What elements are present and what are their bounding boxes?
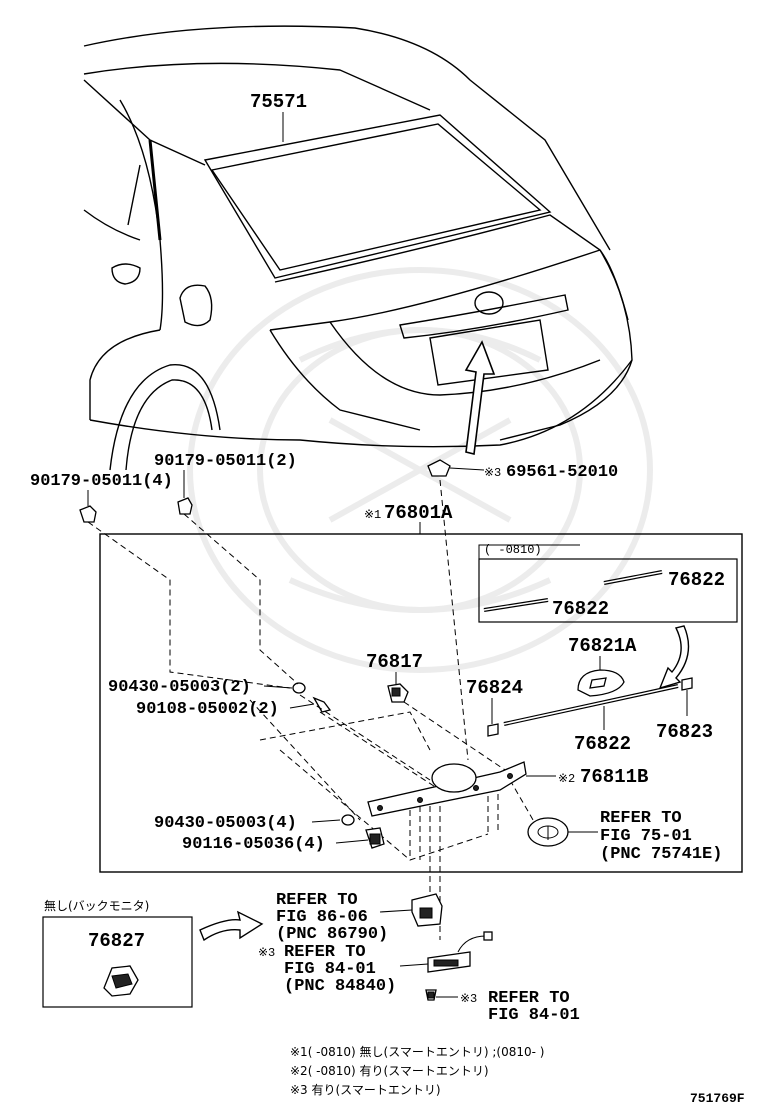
label-76822-c: 76822 [574, 733, 631, 755]
note-1: ※1( -0810) 無し(スマートエントリ) ;(0810- ) [290, 1044, 544, 1059]
nut-left-icon [79, 505, 97, 523]
label-76821A: 76821A [568, 635, 637, 657]
label-76824: 76824 [466, 677, 523, 699]
figure-id: 751769F [690, 1091, 745, 1106]
car-rear-illustration [83, 25, 633, 471]
label-90430-b: 90430-05003(4) [154, 814, 297, 833]
mark-lamp: ※3 [258, 946, 275, 960]
license-lamp-icon [427, 931, 493, 973]
label-90108: 90108-05002(2) [136, 700, 279, 719]
clip-69561-icon [427, 459, 451, 477]
ref-lamp-3: (PNC 84840) [284, 977, 396, 996]
label-90116: 90116-05036(4) [182, 835, 325, 854]
nut-90430-b-icon [341, 814, 355, 826]
ref-lamp-1: REFER TO [284, 943, 366, 962]
curved-arrow [658, 625, 690, 690]
label-90430-a: 90430-05003(2) [108, 678, 251, 697]
label-76827: 76827 [88, 930, 145, 952]
bolt-90116-icon [365, 827, 385, 849]
ref-emblem-2: FIG 75-01 [600, 827, 692, 846]
inset-label: 無し(バックモニタ) [44, 898, 149, 913]
screw-icon [425, 989, 437, 1001]
ref-lamp-2: FIG 84-01 [284, 960, 376, 979]
mark-76801: ※1 [364, 508, 381, 522]
ref-screw-2: FIG 84-01 [488, 1006, 580, 1025]
molding-strip-upper [603, 570, 663, 585]
ref-camera-3: (PNC 86790) [276, 925, 388, 944]
label-90179-right: 90179-05011(2) [154, 452, 297, 471]
molding-strip-long [503, 684, 679, 726]
clip-76824-icon [487, 723, 499, 737]
ref-emblem-1: REFER TO [600, 809, 682, 828]
cover-76827-icon [103, 965, 139, 997]
nut-right-icon [177, 497, 193, 515]
mark-76811B: ※2 [558, 772, 575, 786]
clip-76823-icon [681, 677, 693, 691]
mark-69561: ※3 [484, 466, 501, 480]
label-76811B: 76811B [580, 766, 648, 788]
seal-76821A-icon [577, 669, 625, 697]
clip-76817-icon [387, 683, 409, 703]
label-76823: 76823 [656, 721, 713, 743]
garnish-76811B-illustration [367, 761, 527, 817]
label-76822-a: 76822 [668, 569, 725, 591]
label-69561: 69561-52010 [506, 463, 618, 482]
screw-90108-icon [312, 696, 332, 713]
ref-emblem-3: (PNC 75741E) [600, 845, 722, 864]
label-90179-left: 90179-05011(4) [30, 472, 173, 491]
note-2: ※2( -0810) 有り(スマートエントリ) [290, 1064, 489, 1078]
camera-icon [411, 893, 443, 927]
label-76822-b: 76822 [552, 598, 609, 620]
label-75571: 75571 [250, 91, 307, 113]
emblem-icon [527, 817, 569, 847]
note-3: ※3 有り(スマートエントリ) [290, 1083, 441, 1097]
sub-box [478, 558, 738, 623]
molding-strip-lower [483, 598, 549, 612]
sub-box-header: ( -0810) [484, 543, 542, 557]
mark-screw: ※3 [460, 992, 477, 1006]
ref-camera-1: REFER TO [276, 891, 358, 910]
ref-camera-2: FIG 86-06 [276, 908, 368, 927]
install-arrow [464, 340, 496, 455]
inset-arrow [199, 910, 264, 942]
label-76801A: 76801A [384, 502, 453, 524]
watermark-emblem [187, 267, 653, 673]
ref-screw-1: REFER TO [488, 989, 570, 1008]
nut-90430-a-icon [292, 682, 306, 694]
label-76817: 76817 [366, 651, 423, 673]
assembly-box [99, 533, 743, 873]
inset-box [42, 916, 193, 1008]
